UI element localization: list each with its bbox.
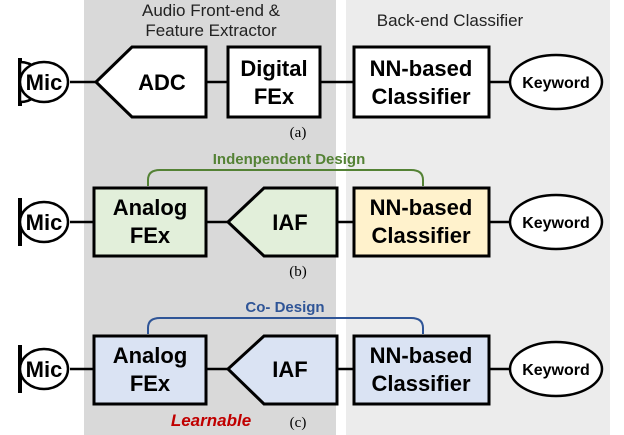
learnable-note: Learnable (171, 411, 251, 430)
mic-label: Mic (26, 210, 63, 235)
analog-fex-label-1: Analog (113, 343, 188, 368)
adc-label: ADC (138, 70, 186, 95)
co-design-label: Co- Design (245, 299, 324, 316)
keyword-label: Keyword (522, 215, 590, 232)
row-a: Mic ADC Digital FEx NN-based Classifier … (18, 45, 604, 141)
mic-label: Mic (26, 357, 63, 382)
classifier-block-a (352, 45, 491, 119)
mic-shape (18, 60, 70, 104)
backend-title: Back-end Classifier (377, 11, 524, 30)
caption-c: (c) (290, 415, 307, 431)
row-b: Indenpendent Design Mic Analog FEx IAF N… (18, 151, 604, 280)
classifier-block-c (352, 334, 491, 406)
classifier-label-2: Classifier (371, 371, 470, 396)
digital-fex-label-1: Digital (240, 56, 307, 81)
analog-fex-block-b (92, 186, 208, 258)
keyword-label: Keyword (522, 362, 590, 379)
digital-fex-block (226, 45, 322, 119)
iaf-block-b (225, 186, 339, 258)
independent-design-bracket (147, 169, 424, 186)
row-c: Co- Design Mic Analog FEx IAF NN-based C… (18, 299, 604, 431)
mic-b: Mic (18, 198, 70, 246)
classifier-block-b (352, 186, 491, 258)
analog-fex-block-c (92, 334, 208, 406)
mic-label: Mic (26, 70, 63, 95)
classifier-label-2: Classifier (371, 84, 470, 109)
iaf-label: IAF (272, 210, 307, 235)
frontend-subtitle: Feature Extractor (145, 21, 277, 40)
classifier-label-2: Classifier (371, 223, 470, 248)
mic-c: Mic (18, 345, 70, 393)
caption-b: (b) (289, 264, 307, 280)
analog-fex-label-2: FEx (130, 371, 171, 396)
iaf-label: IAF (272, 357, 307, 382)
independent-design-label: Indenpendent Design (213, 151, 366, 168)
classifier-label-1: NN-based (370, 56, 473, 81)
adc-block (93, 45, 208, 119)
mic-shape (18, 347, 70, 391)
analog-fex-label-2: FEx (130, 223, 171, 248)
digital-fex-label-2: FEx (254, 84, 295, 109)
iaf-block-c (225, 334, 339, 406)
keyword-label: Keyword (522, 75, 590, 92)
caption-a: (a) (290, 125, 307, 141)
classifier-label-1: NN-based (370, 343, 473, 368)
analog-fex-label-1: Analog (113, 195, 188, 220)
mic-shape (18, 200, 70, 244)
mic-a: Mic (18, 58, 70, 106)
keyword-output-b (508, 193, 604, 251)
frontend-title: Audio Front-end & (142, 1, 281, 20)
keyword-output-c (508, 340, 604, 398)
classifier-label-1: NN-based (370, 195, 473, 220)
co-design-bracket (147, 317, 424, 334)
keyword-output-a (508, 53, 604, 111)
